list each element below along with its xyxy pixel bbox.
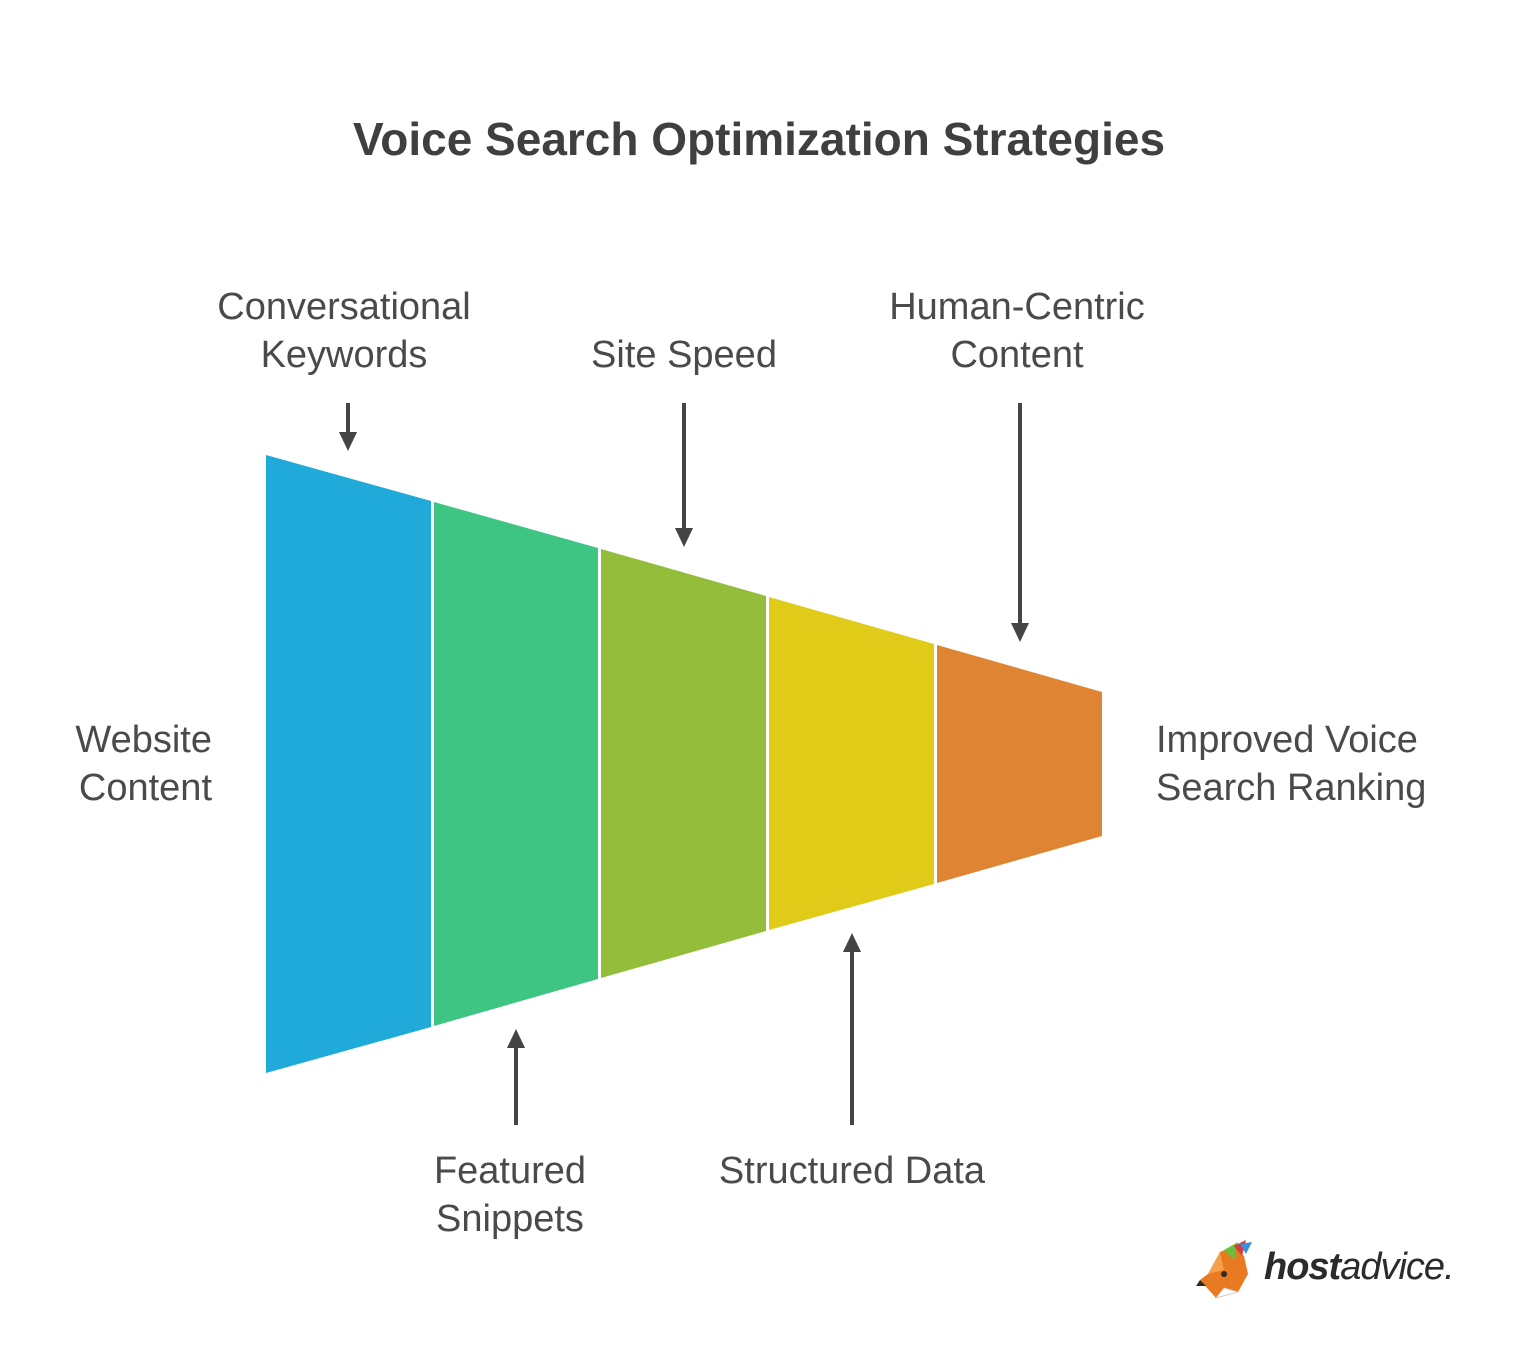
page-title: Voice Search Optimization Strategies xyxy=(352,113,1166,165)
label-structured-data: Structured Data xyxy=(718,1150,986,1192)
label-site-speed: Site Speed xyxy=(591,334,777,376)
arrow-human-centric-content xyxy=(1011,403,1029,642)
fox-mascot-icon xyxy=(1196,1240,1252,1299)
arrow-featured-snippets xyxy=(507,1029,525,1125)
funnel-stage-1 xyxy=(266,455,431,1073)
funnel-stage-2 xyxy=(434,502,598,1026)
funnel-stage-3 xyxy=(601,549,766,978)
funnel-stage-5 xyxy=(937,645,1102,883)
label-human-centric-content: Human-Centric Content xyxy=(889,286,1145,376)
output-label: Improved Voice Search Ranking xyxy=(1156,719,1427,809)
hostadvice-logo: hostadvice. xyxy=(1194,1240,1484,1304)
arrow-conversational-keywords xyxy=(339,403,357,451)
arrow-structured-data xyxy=(843,933,861,1125)
arrow-site-speed xyxy=(675,403,693,547)
input-label: Website Content xyxy=(75,719,212,809)
funnel-stage-4 xyxy=(769,597,934,930)
label-conversational-keywords: Conversational Keywords xyxy=(217,286,471,376)
label-featured-snippets: Featured Snippets xyxy=(433,1150,587,1240)
logo-wordmark: hostadvice. xyxy=(1264,1246,1455,1288)
